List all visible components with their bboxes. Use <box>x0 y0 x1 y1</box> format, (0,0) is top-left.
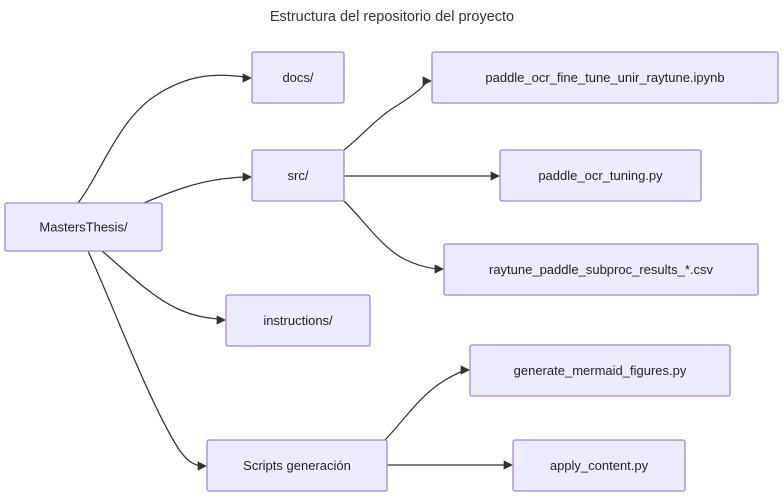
edge-masters-to-src <box>143 176 246 204</box>
node-box-apply[interactable] <box>512 439 686 492</box>
arrowhead-to-tuning <box>490 171 500 181</box>
node-scripts[interactable]: Scripts generación <box>206 439 388 492</box>
node-results[interactable]: raytune_paddle_subproc_results_*.csv <box>443 243 759 296</box>
arrowheads-layer <box>197 73 513 471</box>
edge-scripts-to-mermaid <box>384 370 464 441</box>
arrowhead-to-src <box>242 172 252 182</box>
edge-masters-to-instructions <box>101 250 220 320</box>
node-box-notebook[interactable] <box>431 51 779 104</box>
node-masters[interactable]: MastersThesis/ <box>4 202 163 252</box>
node-box-docs[interactable] <box>251 51 345 104</box>
arrowhead-to-scripts <box>197 461 207 471</box>
node-notebook[interactable]: paddle_ocr_fine_tune_unir_raytune.ipynb <box>431 51 779 104</box>
arrowhead-to-notebook <box>422 76 432 86</box>
node-label-tuning: paddle_ocr_tuning.py <box>538 168 663 183</box>
node-label-apply: apply_content.py <box>550 458 649 473</box>
node-label-mermaid: generate_mermaid_figures.py <box>514 363 687 378</box>
node-instructions[interactable]: instructions/ <box>225 294 371 347</box>
node-label-masters: MastersThesis/ <box>39 219 128 234</box>
node-tuning[interactable]: paddle_ocr_tuning.py <box>499 149 702 202</box>
node-label-scripts: Scripts generación <box>243 458 351 473</box>
arrowhead-to-mermaid <box>460 365 470 375</box>
arrowhead-to-results <box>434 264 444 274</box>
arrowhead-to-docs <box>242 73 252 83</box>
diagram-title: Estructura del repositorio del proyecto <box>270 9 514 25</box>
edge-masters-to-scripts <box>87 250 201 467</box>
node-src[interactable]: src/ <box>251 149 345 202</box>
node-box-mermaid[interactable] <box>469 344 731 397</box>
node-box-results[interactable] <box>443 243 759 296</box>
arrowhead-to-apply <box>503 460 513 470</box>
node-label-instructions: instructions/ <box>263 313 333 328</box>
arrowhead-to-instructions <box>216 315 226 325</box>
edge-src-to-results <box>343 200 438 270</box>
node-box-masters[interactable] <box>4 202 163 252</box>
edge-src-to-notebook <box>343 83 426 151</box>
node-box-tuning[interactable] <box>499 149 702 202</box>
node-docs[interactable]: docs/ <box>251 51 345 104</box>
edges-layer <box>77 74 506 467</box>
node-label-notebook: paddle_ocr_fine_tune_unir_raytune.ipynb <box>485 70 724 85</box>
node-box-src[interactable] <box>251 149 345 202</box>
edge-masters-to-docs <box>77 74 246 204</box>
node-label-src: src/ <box>288 168 309 183</box>
node-box-instructions[interactable] <box>225 294 371 347</box>
node-apply[interactable]: apply_content.py <box>512 439 686 492</box>
node-mermaid[interactable]: generate_mermaid_figures.py <box>469 344 731 397</box>
node-label-docs: docs/ <box>282 70 313 85</box>
nodes-layer: MastersThesis/docs/paddle_ocr_fine_tune_… <box>4 51 779 492</box>
node-label-results: raytune_paddle_subproc_results_*.csv <box>489 262 714 277</box>
node-box-scripts[interactable] <box>206 439 388 492</box>
